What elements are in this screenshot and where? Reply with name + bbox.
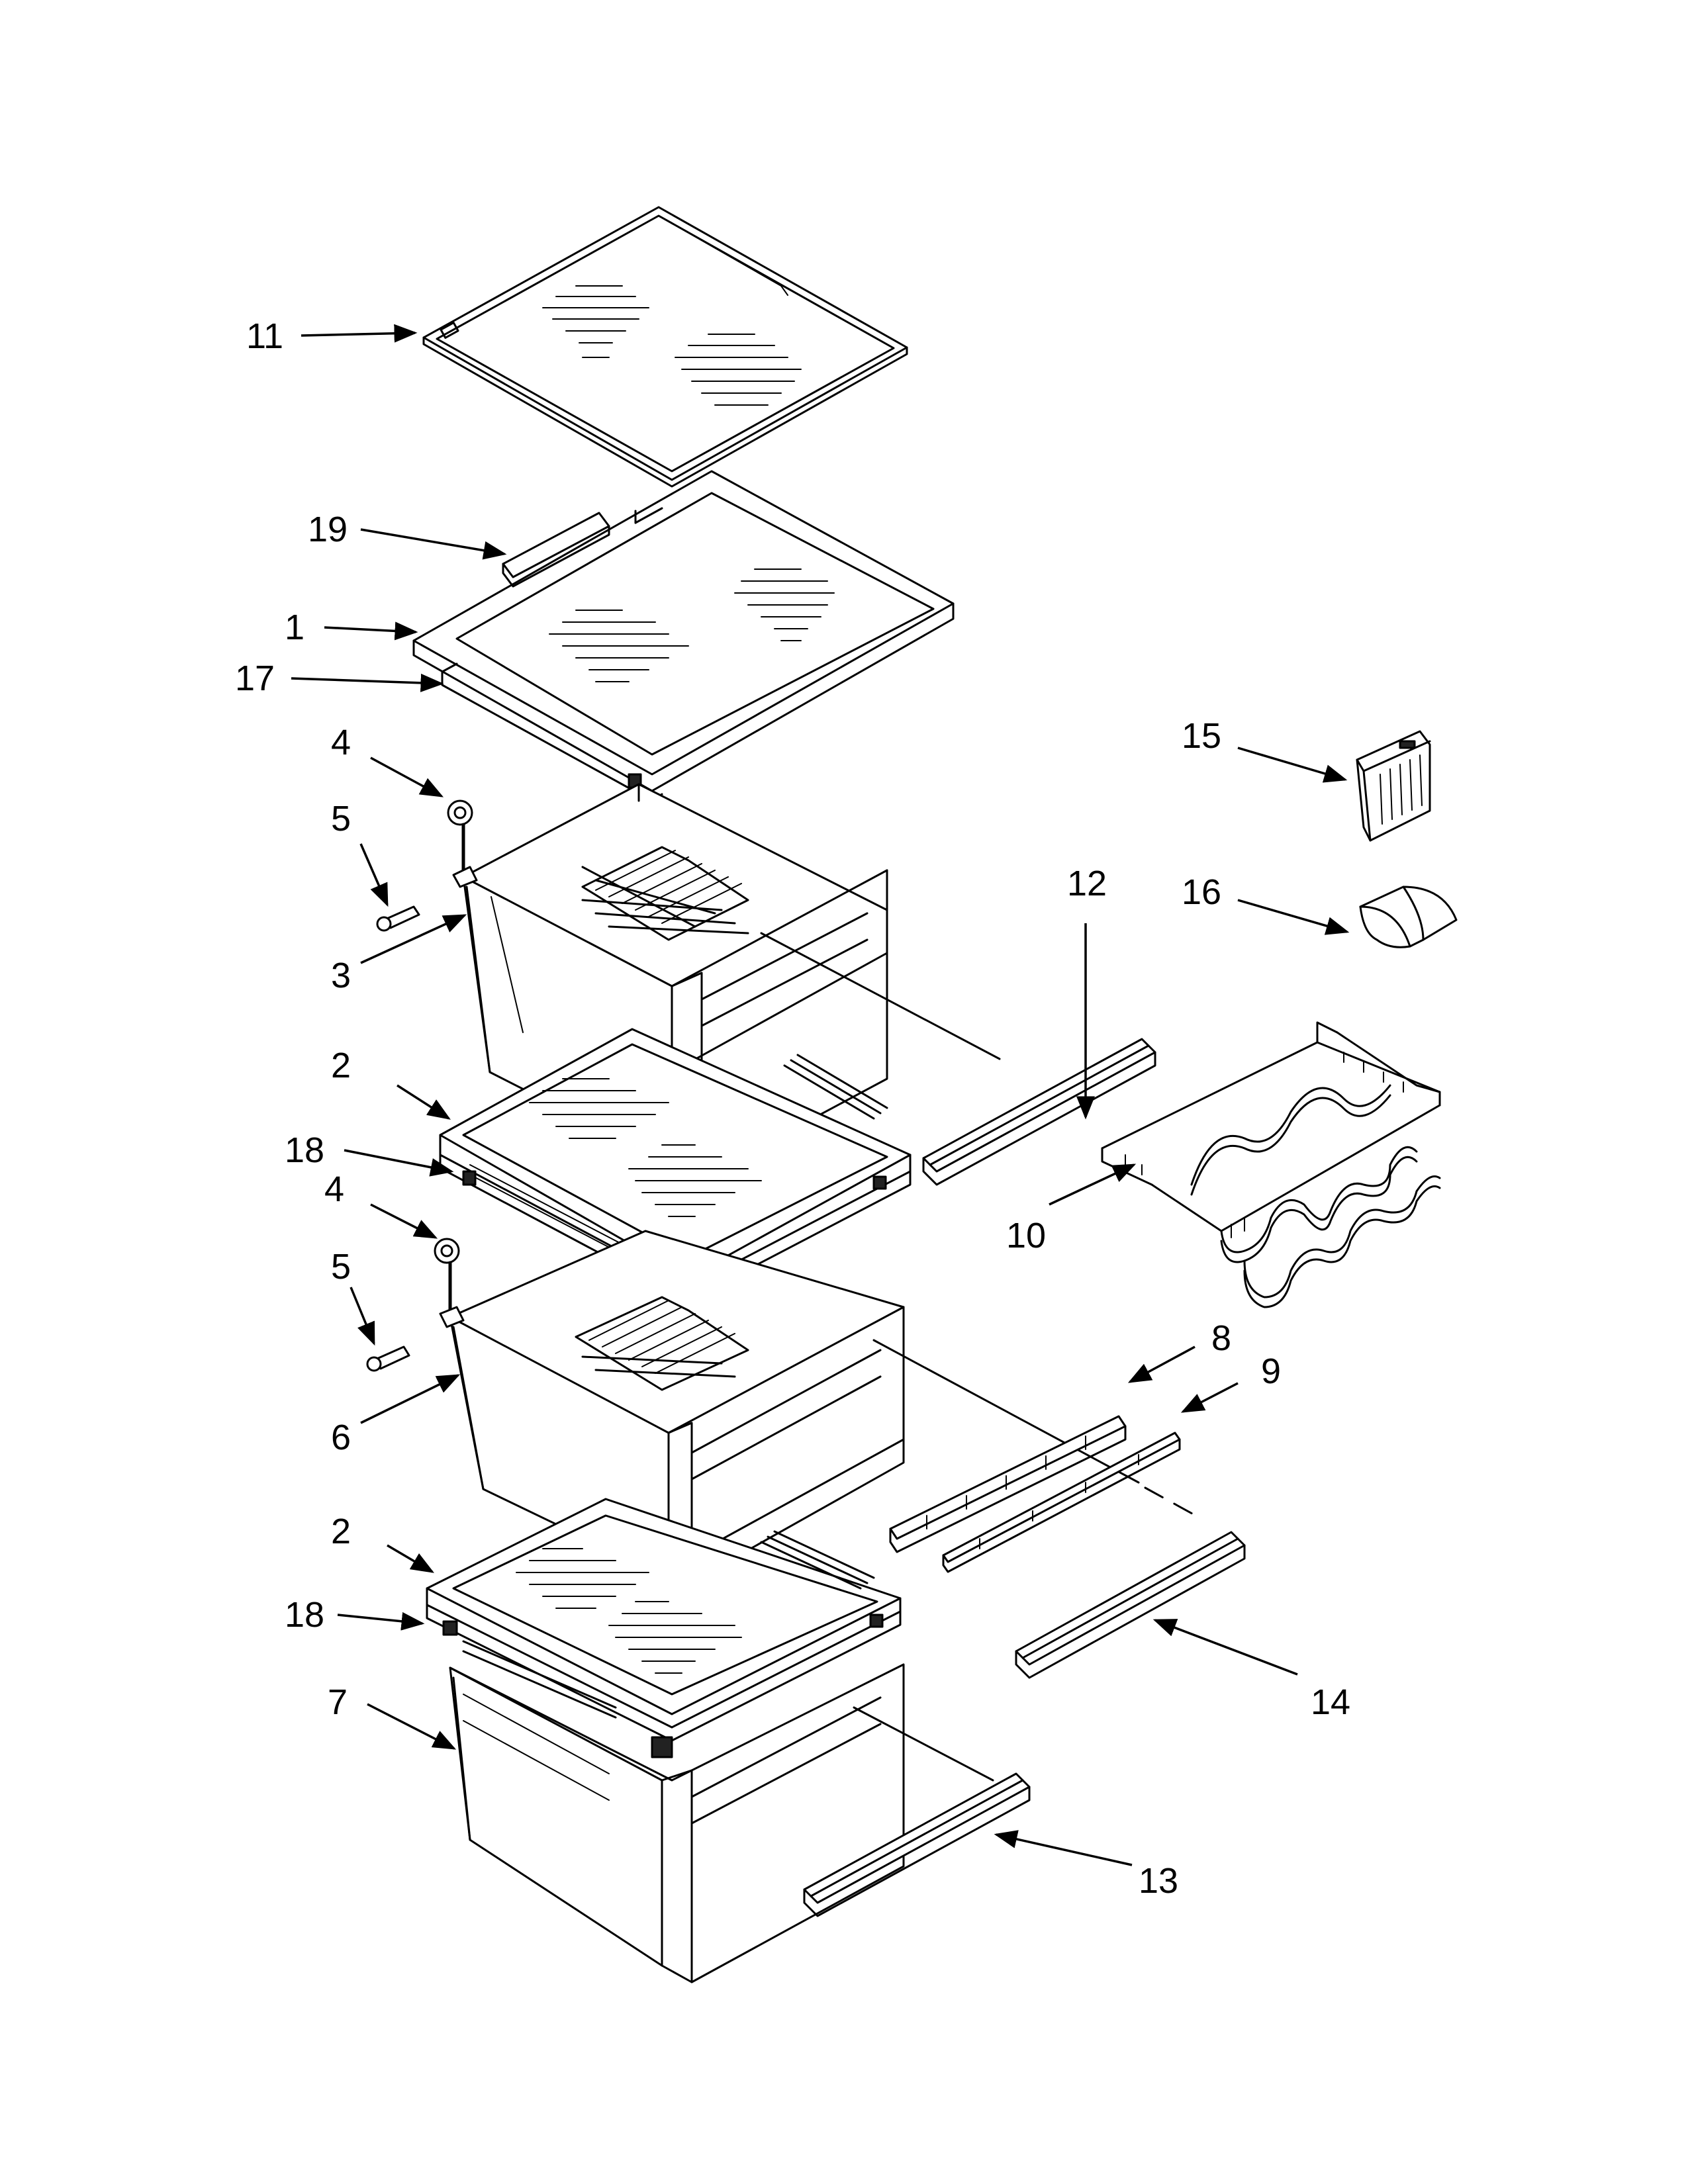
part-8-drawer-slide [889,1415,1127,1553]
callout-3: 3 [331,956,351,995]
callout-16: 16 [1182,872,1221,912]
part-13-drawer-rail [803,1772,1031,1917]
callout-12: 12 [1067,864,1107,903]
part-11-glass-shelf [422,206,908,488]
part-16-filter-cartridge [1359,886,1458,948]
part-15-air-filter [1356,730,1431,842]
part-7-bottom-drawer [449,1663,994,1983]
callout-labels: 11 19 1 17 4 5 3 2 18 4 5 6 2 18 7 12 15… [235,316,1350,1901]
callout-1: 1 [285,608,305,647]
part-5-wheel-pin [376,905,420,932]
part-5-wheel-pin-lower [366,1345,410,1372]
callout-8: 8 [1211,1318,1231,1358]
part-10-wine-rack [1101,1021,1441,1308]
callout-17: 17 [235,659,275,698]
callout-9: 9 [1261,1351,1281,1391]
part-1-shelf-frame [412,470,955,792]
callout-13: 13 [1139,1861,1178,1901]
callout-2-upper: 2 [331,1046,351,1085]
part-19-shelf-clip [502,512,610,588]
callout-14: 14 [1311,1682,1350,1722]
callout-18-upper: 18 [285,1130,324,1170]
callout-5-upper: 5 [331,799,351,839]
callout-10: 10 [1006,1216,1046,1255]
part-14-drawer-rail [1015,1531,1246,1679]
callout-4-upper: 4 [331,723,351,762]
callout-7: 7 [328,1682,348,1722]
part-6-crisper-drawer [366,1230,1199,1583]
callout-2-lower: 2 [331,1512,351,1551]
callout-11: 11 [246,316,283,356]
part-9-drawer-slide [942,1432,1181,1573]
callout-leaders [291,324,1350,1866]
callout-18-lower: 18 [285,1595,324,1635]
callout-19: 19 [308,510,348,549]
callout-6: 6 [331,1418,351,1457]
callout-4-lower: 4 [324,1169,344,1209]
part-2-crisper-cover-lower [426,1498,902,1758]
callout-15: 15 [1182,716,1221,756]
callout-5-lower: 5 [331,1247,351,1287]
part-12-drawer-rail [922,1038,1156,1186]
